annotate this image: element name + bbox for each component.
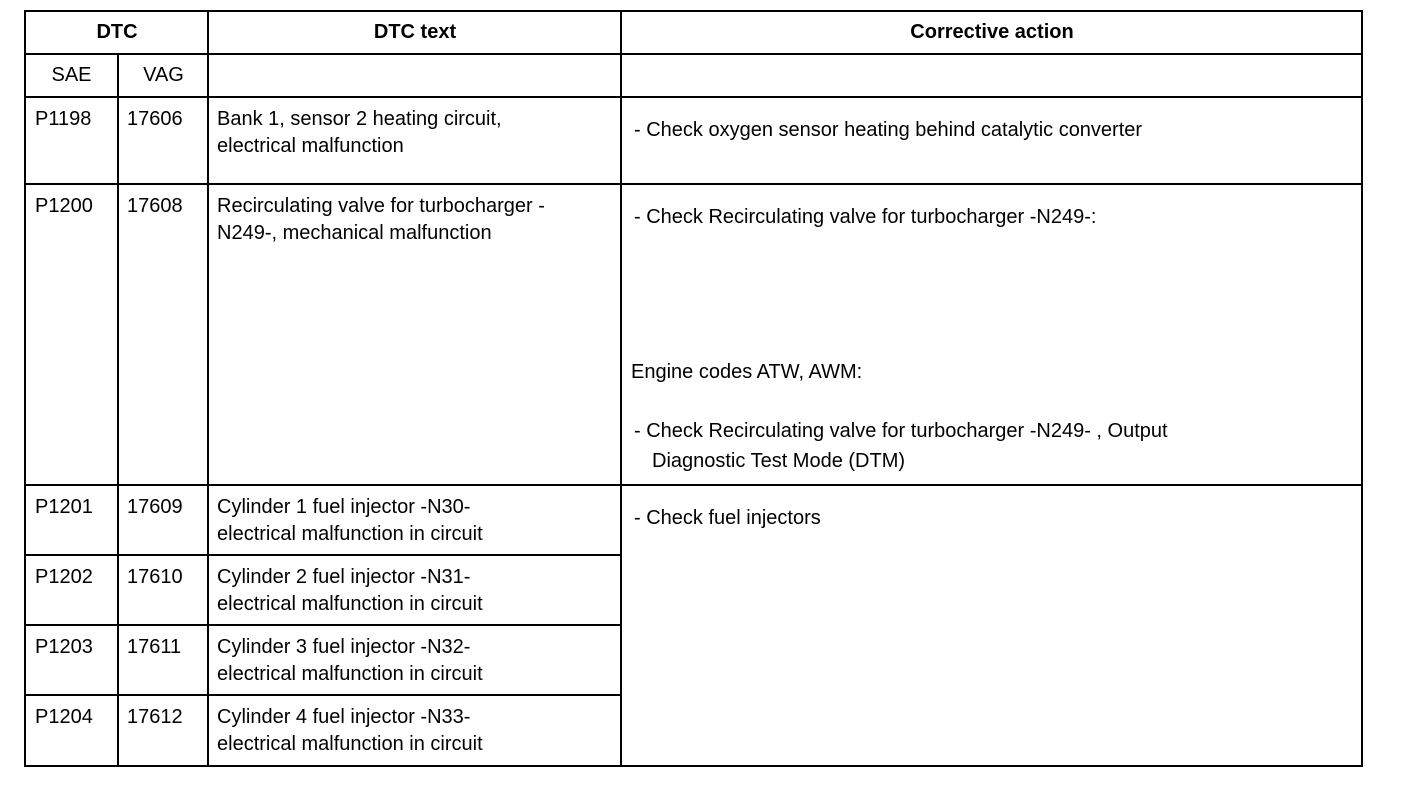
table-border-right — [1361, 10, 1363, 767]
table-border-left — [24, 10, 26, 767]
dtc-description: Cylinder 4 fuel injector -N33- electrica… — [217, 706, 483, 755]
sae-code: P1202 — [35, 566, 93, 588]
engine-codes-label: Engine codes ATW, AWM: — [631, 361, 863, 383]
header-corrective-action: Corrective action — [910, 21, 1074, 43]
header-vag: VAG — [143, 64, 184, 86]
row-divider — [25, 554, 622, 556]
table-border-top — [25, 10, 1363, 12]
row-divider — [25, 694, 622, 696]
corrective-action: - Check Recirculating valve for turbocha… — [634, 206, 1097, 228]
corrective-action: - Check oxygen sensor heating behind cat… — [634, 119, 1143, 141]
header-dtc: DTC — [96, 21, 138, 43]
vag-code: 17612 — [127, 706, 183, 728]
row-divider — [25, 183, 1363, 185]
header-dtc-text: DTC text — [373, 21, 457, 43]
vag-code: 17610 — [127, 566, 183, 588]
corrective-action: - Check fuel injectors — [634, 507, 821, 529]
sae-code: P1203 — [35, 636, 93, 658]
vag-code: 17609 — [127, 496, 183, 518]
sae-code: P1200 — [35, 195, 93, 217]
sae-code: P1201 — [35, 496, 93, 518]
corrective-action-continued: Diagnostic Test Mode (DTM) — [652, 450, 906, 472]
dtc-description: Recirculating valve for turbocharger - N… — [217, 195, 545, 244]
col-divider — [207, 10, 209, 767]
header-sae: SAE — [51, 64, 92, 86]
dtc-description: Bank 1, sensor 2 heating circuit, electr… — [217, 108, 502, 157]
vag-code: 17608 — [127, 195, 183, 217]
row-divider — [25, 484, 1363, 486]
col-divider — [117, 53, 119, 767]
dtc-description: Cylinder 3 fuel injector -N32- electrica… — [217, 636, 483, 685]
sae-code: P1204 — [35, 706, 93, 728]
col-divider — [620, 10, 622, 767]
sae-code: P1198 — [35, 108, 92, 130]
dtc-description: Cylinder 1 fuel injector -N30- electrica… — [217, 496, 483, 545]
vag-code: 17611 — [127, 636, 182, 658]
corrective-action: - Check Recirculating valve for turbocha… — [634, 420, 1168, 442]
table-border-bottom — [25, 765, 1363, 767]
dtc-description: Cylinder 2 fuel injector -N31- electrica… — [217, 566, 483, 615]
vag-code: 17606 — [127, 108, 183, 130]
row-divider — [25, 53, 1363, 55]
header-divider — [25, 96, 1363, 98]
row-divider — [25, 624, 622, 626]
